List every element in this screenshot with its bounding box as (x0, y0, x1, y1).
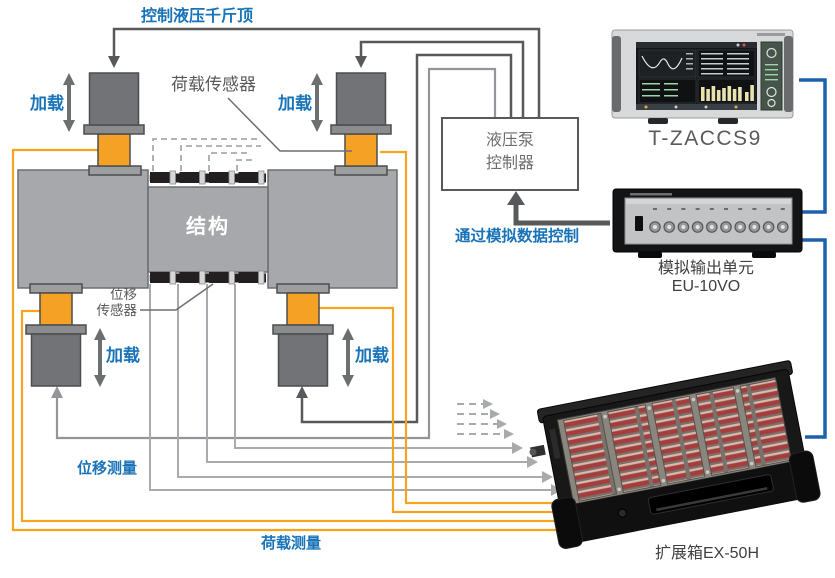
displacement-sensor-label: 位移 传感器 (96, 287, 138, 318)
displacement-wires (149, 284, 553, 491)
arrow-to-controller (507, 191, 525, 205)
connector-daq-to-analog-output (799, 78, 827, 214)
load-wires (11, 148, 566, 532)
control-panel (760, 41, 783, 111)
control-hydraulic-jack-label: 控制液压千斤顶 (140, 8, 253, 25)
sensor-row-bottom (149, 270, 266, 285)
analog-control-feed (507, 191, 610, 226)
pump-controller-box (441, 117, 579, 191)
load-cell (286, 292, 320, 326)
load-measurement-label: 荷载测量 (261, 535, 322, 552)
power-button (766, 47, 777, 59)
arrow-to-jack-1 (108, 56, 120, 68)
expansion-device-ex50h (529, 360, 821, 549)
load-cell (344, 133, 378, 167)
loading-label-top-left: 加载 (30, 94, 64, 113)
sensor-row-top (149, 170, 266, 185)
device-connectors (799, 78, 827, 439)
dashed-arrowheads (483, 399, 514, 439)
hydraulic-jack (88, 72, 140, 126)
jack-control-lines (51, 27, 541, 440)
structure-center-block (147, 186, 269, 273)
foot (648, 118, 668, 124)
analog-output-label: 模拟输出单元 EU-10VO (657, 260, 754, 296)
right-handle (784, 36, 793, 112)
arrow-to-jack-3 (51, 386, 63, 398)
pump-controller-label: 液压泵 控制器 (485, 132, 534, 172)
actuator-top-right (330, 72, 392, 176)
hydraulic-jack (335, 72, 387, 126)
actuator-top-left (83, 72, 145, 176)
daq-device-tzaccs9 (611, 29, 794, 124)
load-cell (39, 292, 73, 326)
hydraulic-jack (277, 333, 329, 387)
flange-plate (83, 124, 145, 135)
terminal-columns (563, 378, 792, 502)
displacement-sensor-pointer (140, 283, 214, 311)
foot (638, 252, 662, 258)
actuator-bottom-left (25, 283, 87, 387)
bnc-connectors (649, 208, 789, 233)
structure-right-block (267, 169, 398, 289)
connector-analog-output-to-expansion (801, 238, 827, 439)
load-sensor-pointer (227, 97, 352, 152)
top-sensor-dashed-wires (152, 138, 261, 171)
analog-data-control-label: 通过模拟数据控制 (455, 228, 580, 245)
daq-model-label: T-ZACCS9 (648, 127, 762, 150)
dashed-continuation-arrows (457, 403, 505, 435)
power-switch (635, 216, 643, 231)
base-plate (88, 165, 142, 176)
base-plate (334, 165, 388, 176)
base-plate (276, 283, 330, 294)
structure (17, 169, 398, 289)
level-bars (701, 85, 754, 101)
corner-bumper (551, 496, 583, 549)
foot (752, 252, 776, 258)
flange-plate (272, 324, 334, 335)
arrow-to-jack-4 (296, 386, 308, 398)
readout-panel (638, 78, 697, 104)
load-sensor-label: 荷载传感器 (171, 75, 256, 94)
left-handle (612, 36, 621, 112)
foot (718, 118, 738, 124)
arrow-to-jack-2 (355, 56, 367, 68)
load-cell (97, 133, 131, 167)
analog-output-device-eu10vo (612, 188, 803, 258)
loading-label-bottom-left: 加载 (106, 346, 140, 365)
base-plate (29, 283, 83, 294)
hydraulic-jack (30, 333, 82, 387)
flange-plate (25, 324, 87, 335)
loading-label-top-right: 加载 (278, 94, 312, 113)
flange-plate (330, 124, 392, 135)
corner-bumper (788, 450, 821, 503)
loading-label-bottom-right: 加载 (355, 346, 389, 365)
displacement-wire-arrows (512, 442, 562, 496)
structure-left-block (17, 169, 149, 289)
displacement-measurement-label: 位移测量 (77, 460, 138, 477)
structure-label: 结构 (186, 216, 230, 238)
expansion-model-label: 扩展箱EX-50H (654, 545, 760, 562)
actuator-bottom-right (272, 283, 334, 387)
loading-arrows (63, 73, 354, 387)
